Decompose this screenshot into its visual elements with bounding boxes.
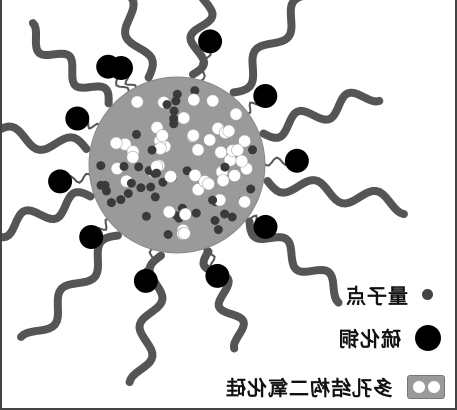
- silica-pore: [228, 169, 241, 182]
- legend-quantum-dot-label: 量子点: [345, 284, 408, 308]
- silica-pore: [109, 136, 123, 150]
- quantum-dot: [106, 198, 116, 208]
- quantum-dot: [227, 212, 237, 222]
- silica-pore: [126, 150, 140, 164]
- quantum-dot: [172, 89, 182, 99]
- legend-quantum-dot: 量子点: [345, 280, 433, 309]
- copper-sulfide-particle: [79, 225, 104, 249]
- polymer-chain: [259, 88, 384, 142]
- silica-pore: [188, 169, 202, 182]
- silica-pore: [214, 146, 228, 159]
- quantum-dot: [146, 182, 156, 192]
- copper-sulfide-particle: [253, 214, 278, 239]
- polymer-chain: [2, 188, 95, 242]
- silica-pore: [187, 129, 200, 142]
- quantum-dot: [210, 216, 220, 225]
- polymer-chain: [229, 0, 304, 97]
- silica-pore: [206, 94, 219, 108]
- quantum-dot: [96, 180, 106, 190]
- silica-pore: [229, 107, 243, 121]
- copper-sulfide-particle: [205, 263, 230, 288]
- quantum-dot: [141, 211, 151, 221]
- polymer-chain: [2, 122, 91, 154]
- quantum-dot: [102, 186, 111, 196]
- quantum-dot: [96, 161, 106, 171]
- quantum-dot: [190, 86, 200, 96]
- quantum-dot: [220, 209, 230, 219]
- legend-copper-sulfide: 硫化铜: [338, 323, 441, 352]
- silica-pore: [162, 205, 176, 219]
- polymer-chain: [245, 217, 343, 307]
- quantum-dot: [150, 192, 160, 202]
- silica-pore: [231, 143, 244, 157]
- silica-pore: [191, 143, 205, 157]
- silica-pore: [238, 195, 251, 209]
- quantum-dot: [169, 106, 179, 116]
- silica-pore: [216, 174, 230, 187]
- quantum-dot: [136, 183, 146, 193]
- silica-pore: [179, 208, 192, 221]
- silica-core: [88, 76, 266, 254]
- polymer-chain: [186, 0, 217, 79]
- silica-pore: [177, 111, 191, 125]
- quantum-dot: [246, 184, 256, 194]
- quantum-dot: [208, 195, 218, 205]
- quantum-dot: [147, 145, 157, 155]
- quantum-dot: [163, 230, 173, 239]
- quantum-dot: [123, 189, 133, 198]
- quantum-dot: [171, 96, 181, 106]
- silica-pore: [130, 95, 144, 109]
- copper-sulfide-icon: [415, 324, 441, 351]
- silica-pore-icon: [407, 374, 445, 399]
- quantum-dot: [134, 162, 144, 172]
- quantum-dot: [162, 100, 172, 109]
- quantum-dot: [191, 208, 201, 218]
- copper-sulfide-particle: [96, 54, 121, 79]
- copper-sulfide-particle: [48, 169, 73, 194]
- polymer-chain: [28, 19, 113, 108]
- quantum-dot: [116, 195, 126, 205]
- polymer-chain: [121, 0, 157, 82]
- silica-pore: [164, 170, 177, 183]
- silica-pore: [156, 129, 169, 142]
- silica-pore: [235, 154, 249, 168]
- silica-pore: [202, 177, 215, 191]
- quantum-dot: [248, 145, 257, 155]
- ligand-linker: [198, 46, 212, 83]
- polymer-chain: [17, 231, 122, 341]
- copper-sulfide-particle: [284, 148, 309, 173]
- quantum-dot: [126, 178, 136, 188]
- silica-pore: [187, 93, 201, 107]
- polymer-chain: [263, 176, 408, 219]
- quantum-dot-icon: [422, 289, 433, 300]
- legend-copper-sulfide-label: 硫化铜: [338, 327, 401, 351]
- legend-mesoporous-silica-label: 多孔结构二氧化硅: [225, 376, 393, 400]
- quantum-dot: [152, 168, 162, 178]
- silica-pore: [178, 227, 191, 240]
- copper-sulfide-particle: [65, 106, 90, 131]
- quantum-dot: [220, 162, 230, 172]
- silica-pore: [238, 134, 251, 148]
- quantum-dot: [132, 129, 141, 139]
- quantum-dot: [119, 161, 129, 171]
- quantum-dot: [213, 225, 223, 235]
- quantum-dot: [169, 114, 179, 124]
- copper-sulfide-particle: [133, 268, 158, 293]
- quantum-dot: [158, 177, 168, 187]
- silica-pore: [222, 124, 236, 138]
- copper-sulfide-particle: [198, 29, 223, 54]
- legend-mesoporous-silica: 多孔结构二氧化硅: [225, 372, 445, 401]
- copper-sulfide-particle: [253, 84, 278, 108]
- silica-pore: [203, 133, 216, 147]
